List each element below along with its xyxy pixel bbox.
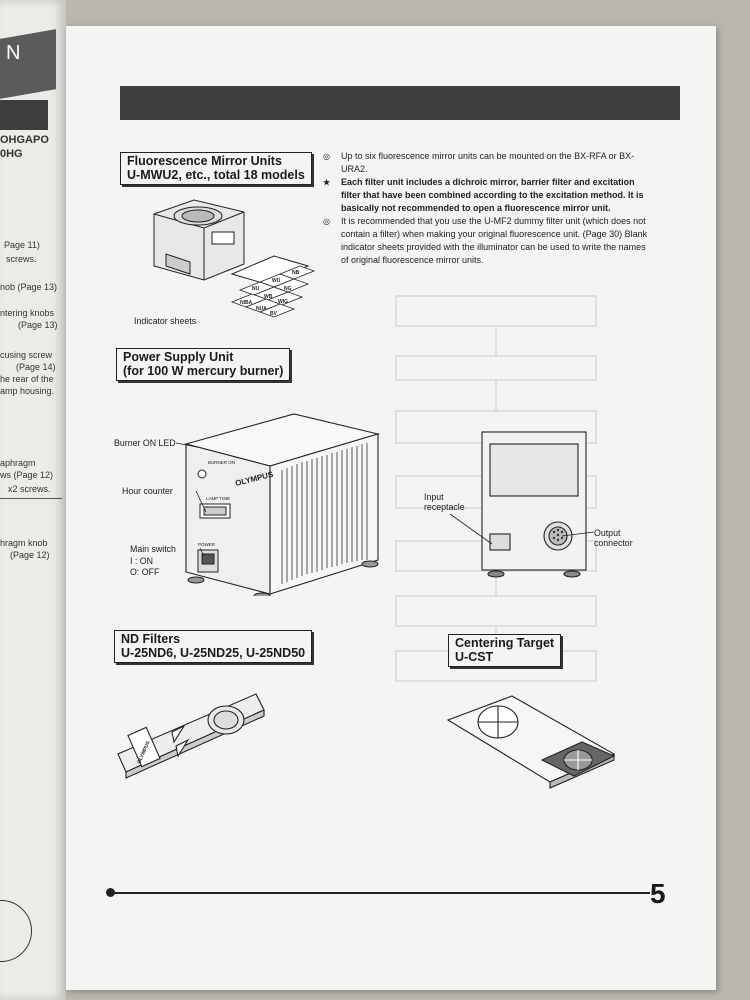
note-item: ★ Each filter unit includes a dichroic mi… [323, 176, 654, 215]
left-fragment: hragm knob [0, 538, 48, 548]
power-supply-title-line2: (for 100 W mercury burner) [123, 364, 284, 378]
sheet-label: NUA [256, 306, 267, 312]
left-fragment: amp housing. [0, 386, 55, 396]
section-header-bar [120, 86, 680, 120]
centering-target-title-line1: Centering Target [455, 636, 555, 650]
hour-counter-label: Hour counter [122, 486, 173, 496]
left-fragment: (Page 14) [16, 362, 56, 372]
left-fragment: Page 11) [4, 240, 40, 250]
left-page-edge: N OHGAPO 0HG Page 11) screws. nob (Page … [0, 0, 66, 1000]
sheet-label: NU [252, 286, 260, 292]
note-bullet: ◎ [323, 152, 330, 161]
note-text: It is recommended that you use the U-MF2… [341, 216, 648, 265]
lamp-time-text: LAMP TIME [206, 496, 230, 501]
centering-target-title-line2: U-CST [455, 650, 494, 664]
left-tab-letter: N [6, 42, 21, 64]
sheet-label: NB [292, 270, 300, 276]
power-text: POWER [198, 542, 216, 547]
note-text: Each filter unit includes a dichroic mir… [341, 177, 644, 213]
power-supply-title: Power Supply Unit (for 100 W mercury bur… [116, 348, 291, 381]
centering-target-illustration [446, 695, 616, 789]
left-fragment: nob (Page 13) [0, 282, 58, 292]
output-connector-label: Output connector [594, 528, 633, 548]
nd-filters-title-line1: ND Filters [121, 632, 181, 646]
power-supply-title-line1: Power Supply Unit [123, 350, 234, 364]
note-bullet: ★ [323, 178, 331, 187]
left-fragment: he rear of the [0, 374, 54, 384]
left-fragment: x2 screws. [8, 484, 51, 494]
note-text: Up to six fluorescence mirror units can … [341, 151, 635, 174]
input-receptacle-label: Input receptacle [424, 492, 465, 512]
centering-target-title: Centering Target U-CST [448, 634, 562, 667]
power-callout-leaders [175, 442, 207, 557]
sheet-label: NG [284, 286, 292, 292]
footer-rule [110, 892, 650, 894]
left-fragment: ws (Page 12) [0, 470, 54, 480]
left-fragment: OHGAPO [0, 134, 49, 146]
left-fragment: (Page 12) [10, 550, 50, 560]
notes-block: ◎ Up to six fluorescence mirror units can… [323, 150, 654, 267]
note-item: ◎ It is recommended that you use the U-MF… [323, 215, 654, 267]
mirror-units-title-line1: Fluorescence Mirror Units [127, 154, 282, 168]
mirror-units-title-line2: U-MWU2, etc., total 18 models [127, 168, 305, 182]
sheet-label: BV [270, 311, 278, 317]
note-item: ◎ Up to six fluorescence mirror units can… [323, 150, 654, 176]
left-fragment: screws. [6, 254, 37, 264]
left-fragment: cusing screw [0, 350, 53, 360]
left-fragment: (Page 13) [18, 320, 58, 330]
burner-on-text: BURNER ON [208, 460, 235, 465]
nd-filters-title-line2: U-25ND6, U-25ND25, U-25ND50 [121, 646, 306, 660]
sheet-label: WB [264, 294, 273, 300]
switch-on-label: I : ON [130, 556, 153, 566]
page-number: 5 [650, 878, 666, 909]
main-switch-label: Main switch [130, 544, 176, 554]
indicator-sheets-label: Indicator sheets [134, 316, 197, 326]
note-bullet: ◎ [323, 217, 330, 226]
left-fragment: ntering knobs [0, 308, 55, 318]
sheet-label: WIG [278, 299, 288, 305]
left-fragment: 0HG [0, 148, 23, 160]
nd-filter-illustration: OLYMPUS [117, 693, 265, 779]
left-fragment: aphragm [0, 458, 36, 468]
sheet-label: WU [272, 278, 281, 284]
switch-off-label: O: OFF [130, 567, 160, 577]
nd-filters-title: ND Filters U-25ND6, U-25ND25, U-25ND50 [114, 630, 313, 663]
burner-on-led-label: Burner ON LED [114, 438, 176, 448]
left-divider [0, 498, 62, 499]
left-curve-decoration [0, 900, 32, 962]
left-tab-bar-lower [0, 100, 48, 130]
mirror-unit-illustration: NU WU NB WB NG WIG NIBA NUA BV [153, 199, 316, 318]
power-supply-illustration: OLYMPUS BURNER ON LAMP TIME POWER [183, 413, 381, 596]
sheet-label: NIBA [240, 300, 253, 306]
manual-page: Fluorescence Mirror Units U-MWU2, etc., … [66, 26, 716, 990]
rear-callout-leaders [449, 513, 595, 545]
mirror-units-title: Fluorescence Mirror Units U-MWU2, etc., … [120, 152, 312, 185]
power-supply-rear-illustration [481, 431, 587, 578]
